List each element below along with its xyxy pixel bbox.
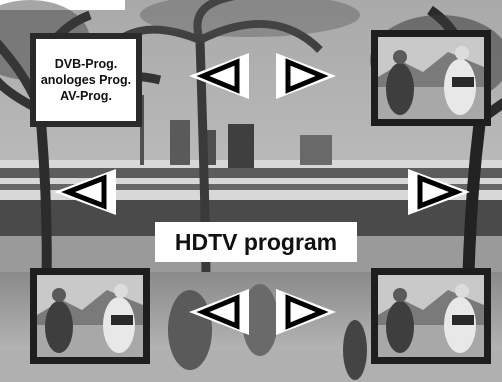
current-program-label: HDTV program	[155, 222, 357, 262]
arrow-left-icon[interactable]	[50, 166, 122, 218]
source-item-dvb[interactable]: DVB-Prog.	[55, 56, 118, 72]
arrow-right-icon[interactable]	[402, 166, 474, 218]
arrow-right-icon[interactable]	[270, 286, 340, 338]
pip-thumbnail-top-right[interactable]	[371, 30, 491, 126]
source-list-box[interactable]: DVB-Prog. anologes Prog. AV-Prog.	[30, 33, 142, 127]
pip-picture	[37, 275, 143, 357]
arrow-right-icon[interactable]	[270, 50, 340, 102]
source-item-av[interactable]: AV-Prog.	[60, 88, 112, 104]
arrow-left-icon[interactable]	[185, 286, 255, 338]
pip-picture	[378, 275, 484, 357]
arrow-left-icon[interactable]	[185, 50, 255, 102]
pip-thumbnail-bottom-left[interactable]	[30, 268, 150, 364]
pip-picture	[378, 37, 484, 119]
source-item-analog[interactable]: anologes Prog.	[41, 72, 131, 88]
pip-thumbnail-bottom-right[interactable]	[371, 268, 491, 364]
